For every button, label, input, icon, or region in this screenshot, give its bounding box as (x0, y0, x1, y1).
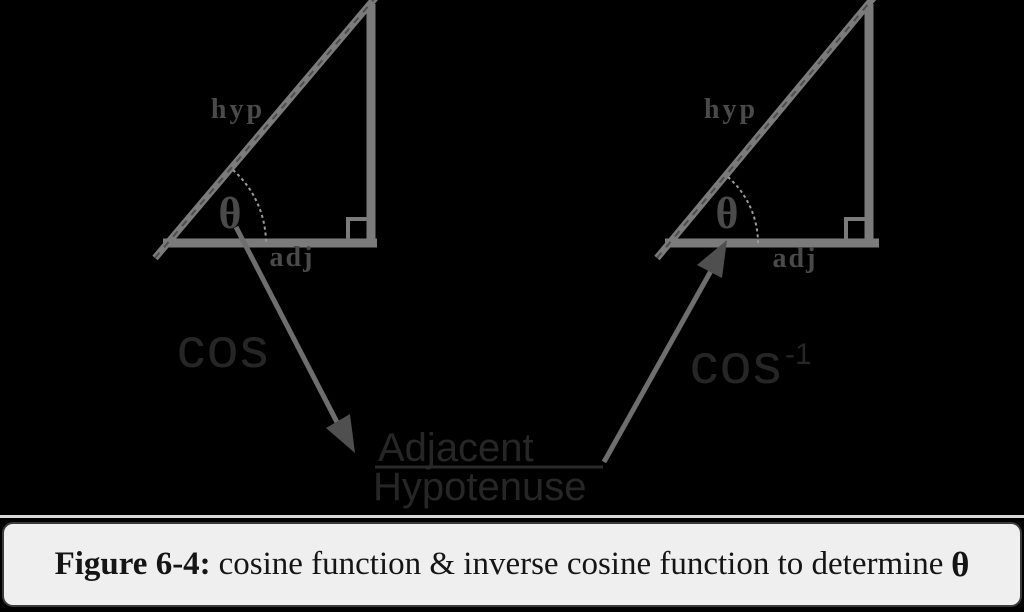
left-triangle: θ hyp adj (152, 0, 378, 273)
left-theta-label: θ (219, 189, 242, 238)
cosine-diagram: θ hyp adj θ hyp adj cos cos -1 (152, 0, 879, 509)
caption-figure-number: Figure 6-4: (54, 546, 211, 582)
cos-arrow-shaft (233, 225, 343, 430)
caption-text: cosine function & inverse cosine functio… (218, 546, 944, 582)
fraction-denominator: Hypotenuse (373, 465, 586, 509)
inverse-cos-arrowhead-icon (697, 240, 727, 278)
left-hypotenuse-dash-texture (154, 0, 375, 259)
fraction-numerator: Adjacent (378, 426, 534, 470)
right-theta-label: θ (716, 189, 739, 238)
inverse-cos-arrow-shaft (601, 267, 715, 464)
cos-arrowhead-icon (326, 414, 355, 453)
right-adj-label: adj (773, 243, 818, 274)
left-adj-label: adj (270, 242, 315, 273)
caption-separator-line (0, 515, 1024, 518)
left-hyp-label: hyp (211, 94, 265, 125)
right-hypotenuse-dash-texture (656, 0, 873, 259)
inverse-cos-label: cos (690, 332, 783, 395)
right-triangle: θ hyp adj (654, 0, 879, 274)
cos-label: cos (177, 316, 270, 379)
right-hyp-label: hyp (704, 94, 758, 125)
right-right-angle-marker (844, 217, 870, 243)
left-theta-arc (232, 169, 267, 244)
cos-arrow: cos (177, 225, 355, 453)
right-theta-arc (727, 176, 759, 244)
left-right-angle-marker (346, 217, 372, 243)
inverse-cos-exponent: -1 (785, 338, 812, 371)
caption-theta-symbol: θ (951, 544, 970, 584)
ratio-fraction: Adjacent Hypotenuse (373, 426, 603, 509)
figure-caption: Figure 6-4: cosine function & inverse co… (2, 522, 1022, 607)
inverse-cos-arrow: cos -1 (601, 240, 812, 464)
